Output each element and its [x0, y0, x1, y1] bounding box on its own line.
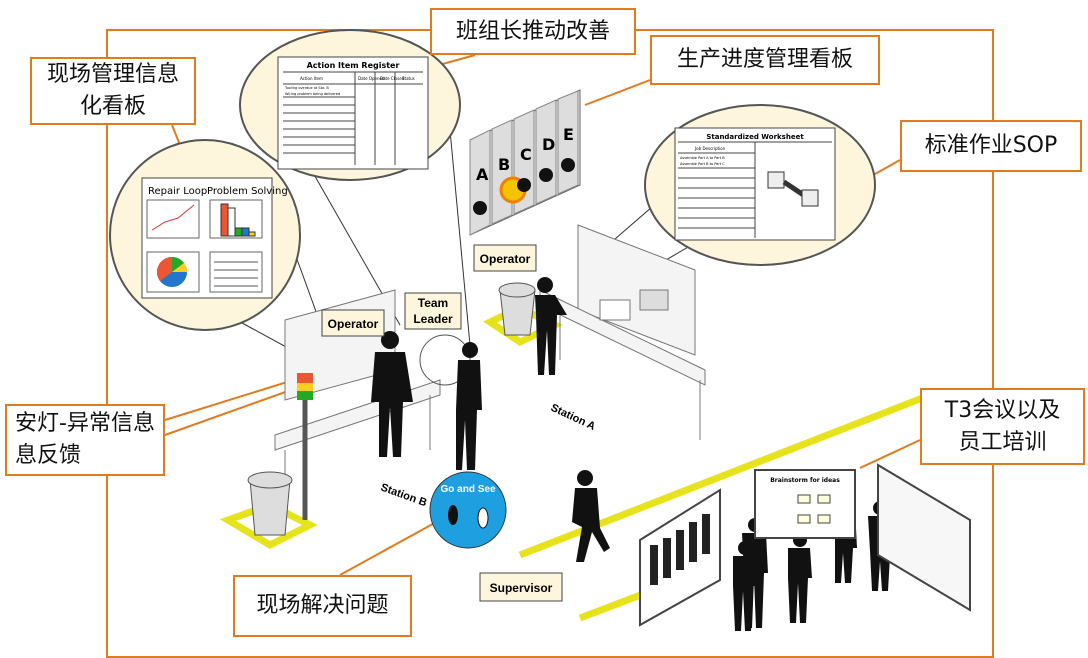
progress-letter: E — [563, 125, 574, 144]
station-a-label: Station A — [549, 402, 598, 433]
callout-text: 安灯-异常信息 — [15, 411, 155, 437]
station-b-label: Station B — [379, 482, 429, 510]
t3-board-title: Brainstorm for ideas — [770, 477, 840, 484]
worksheet-row: Assemble Part A to Part B — [680, 156, 725, 160]
station-a — [539, 224, 706, 440]
andon-light-tower — [297, 373, 313, 520]
callout-text: 现场管理信息 — [46, 62, 179, 88]
go-and-see-label: Go and See — [440, 484, 495, 495]
worksheet-magnifier: Standardized Worksheet Job Description A… — [584, 104, 876, 291]
callout-text: 息反馈 — [15, 443, 82, 468]
bar — [220, 203, 229, 237]
col-status: Status — [402, 76, 415, 81]
callout-team-leader-improve: 班组长推动改善 — [430, 8, 636, 55]
callout-standard-sop: 标准作业SOP — [900, 120, 1082, 172]
t3-boards: Brainstorm for ideas — [639, 463, 971, 627]
register-row: Wiring problem being delivered — [285, 92, 340, 96]
progress-letter: A — [476, 165, 489, 184]
col-date-closed: Date Closed — [380, 76, 405, 81]
worksheet-col: Job Description — [694, 146, 726, 151]
production-progress-board: A B C D E — [469, 89, 581, 236]
line-chart-thumb — [146, 199, 200, 239]
callout-info-board: 现场管理信息化看板 — [30, 57, 196, 125]
progress-letter: C — [520, 145, 532, 164]
chart-title-problem-solving: Problem Solving — [207, 186, 288, 197]
team-leader-label: Leader — [413, 312, 453, 326]
action-register-magnifier: Action Item Register Action Item Date Op… — [239, 29, 471, 346]
worksheet-title: Standardized Worksheet — [706, 133, 804, 141]
bar — [234, 227, 243, 237]
register-row: Tooling overdue at Sta. B — [284, 86, 329, 90]
col-action-item: Action Item — [300, 76, 323, 81]
progress-letter: B — [498, 155, 510, 174]
col-date-opened: Date Opened — [358, 76, 385, 81]
bar — [248, 231, 256, 237]
go-and-see-badge: Go and See — [429, 471, 507, 549]
callout-text: T3会议以及 — [944, 397, 1061, 423]
worksheet-row: Assemble Part B to Part C — [680, 162, 725, 166]
operator-label-b: Operator — [328, 317, 379, 331]
supervisor-label: Supervisor — [490, 581, 553, 595]
bar — [241, 227, 250, 237]
callout-text: 员工培训 — [958, 429, 1047, 455]
progress-letter: D — [542, 135, 555, 154]
operator-label-a: Operator — [480, 252, 531, 266]
callout-t3-meeting: T3会议以及员工培训 — [920, 388, 1085, 465]
callout-onsite-solve: 现场解决问题 — [233, 575, 412, 637]
callout-text: 化看板 — [79, 94, 146, 119]
info-board-magnifier: Repair Loop Problem Solving — [109, 139, 331, 361]
trash-bin — [247, 282, 536, 536]
action-register-title: Action Item Register — [307, 61, 400, 70]
chart-title-repair-loop: Repair Loop — [148, 186, 207, 197]
bar — [227, 207, 236, 237]
callout-andon: 安灯-异常信息息反馈 — [5, 404, 165, 476]
line-chart-line — [151, 204, 195, 231]
team-leader-label: Team — [418, 296, 448, 310]
table-thumb — [209, 251, 263, 293]
callout-production-board: 生产进度管理看板 — [650, 35, 880, 85]
